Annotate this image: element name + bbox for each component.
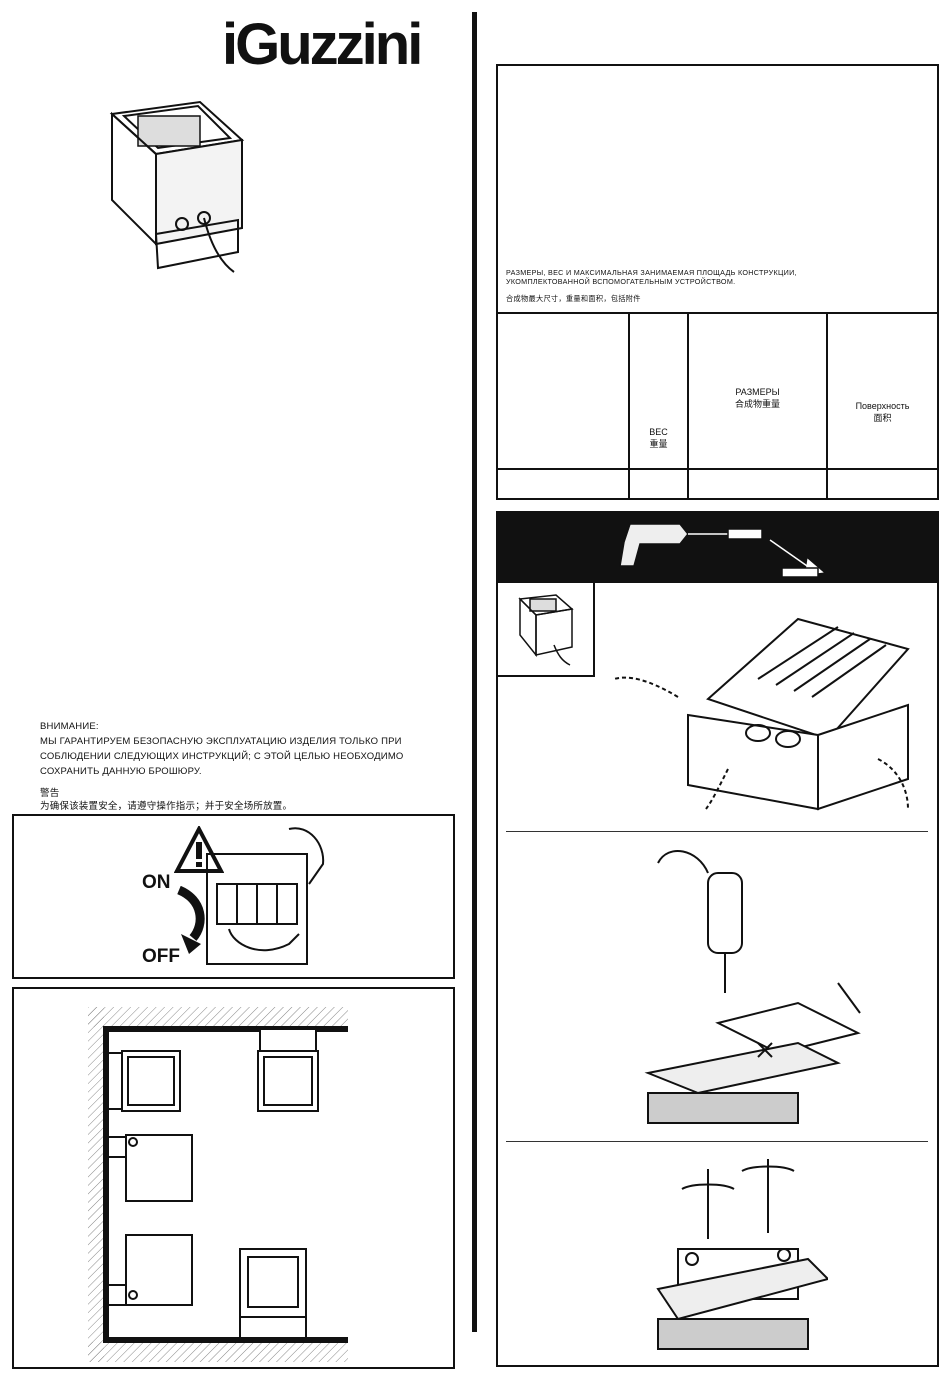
- iguzzini-logo: iGuzzini: [222, 14, 423, 72]
- power-off-panel: ON OFF: [12, 814, 455, 979]
- screw-fixing-illustration: [656, 1159, 828, 1350]
- dimensions-note-ru: РАЗМЕРЫ, ВЕС И МАКСИМАЛЬНАЯ ЗАНИМАЕМАЯ П…: [506, 268, 797, 286]
- dimensions-panel: РАЗМЕРЫ, ВЕС И МАКСИМАЛЬНАЯ ЗАНИМАЕМАЯ П…: [496, 64, 939, 500]
- area-header: Поверхность 面积: [828, 400, 937, 424]
- safety-warning: ВНИМАНИЕ: МЫ ГАРАНТИРУЕМ БЕЗОПАСНУЮ ЭКСП…: [40, 719, 450, 813]
- dimensions-note-cn: 合成物最大尺寸，重量和面积，包括附件: [506, 294, 641, 303]
- warning-line-2: СОБЛЮДЕНИИ СЛЕДУЮЩИХ ИНСТРУКЦИЙ; С ЭТОЙ …: [40, 751, 404, 762]
- table-col-rule-2: [687, 312, 689, 498]
- mounting-positions-diagram: [88, 1007, 348, 1362]
- installation-panel: [496, 511, 939, 1367]
- drill-tools-icon: [610, 516, 832, 580]
- warning-body-cn: 为确保该装置安全，请遵守操作指示；并于安全场所放置。: [40, 801, 293, 812]
- arrow-down-icon: [176, 886, 205, 954]
- size-cn: 合成物重量: [734, 399, 780, 409]
- warning-title-ru: ВНИМАНИЕ:: [40, 721, 99, 732]
- warning-line-1: МЫ ГАРАНТИРУЕМ БЕЗОПАСНУЮ ЭКСПЛУАТАЦИЮ И…: [40, 736, 402, 747]
- tools-header: [498, 513, 937, 583]
- on-label: ON: [142, 872, 171, 893]
- mounting-positions-panel: [12, 987, 455, 1369]
- step-separator-2: [506, 1141, 928, 1142]
- switchboard-illustration: [206, 827, 325, 965]
- size-ru: РАЗМЕРЫ: [735, 387, 780, 397]
- logo-text: iGuzzini: [222, 14, 420, 72]
- product-illustration: [109, 100, 245, 273]
- area-ru: Поверхность: [855, 401, 910, 411]
- drilling-illustration: [644, 850, 861, 1124]
- dimensions-note-ru-2: УКОМПЛЕКТОВАННОЙ ВСПОМОГАТЕЛЬНЫМ УСТРОЙС…: [506, 277, 736, 286]
- thumbnail-frame: [498, 583, 595, 677]
- table-col-rule-1: [628, 312, 630, 498]
- column-divider: [472, 12, 477, 1332]
- product-thumbnail: [518, 594, 574, 666]
- open-housing-illustration: [613, 617, 910, 811]
- off-label: OFF: [142, 946, 180, 967]
- area-cn: 面积: [873, 413, 892, 423]
- table-bottom-rule: [498, 468, 937, 470]
- step-separator-1: [506, 831, 928, 832]
- table-col-rule-3: [826, 312, 828, 498]
- table-top-rule: [498, 312, 937, 314]
- size-header: РАЗМЕРЫ 合成物重量: [689, 386, 826, 410]
- dimensions-note-ru-1: РАЗМЕРЫ, ВЕС И МАКСИМАЛЬНАЯ ЗАНИМАЕМАЯ П…: [506, 268, 797, 277]
- warning-triangle-icon: [174, 826, 224, 873]
- weight-cn: 重量: [649, 439, 668, 449]
- warning-title-cn: 警告: [40, 788, 60, 799]
- weight-header: ВЕС 重量: [630, 426, 687, 450]
- weight-ru: ВЕС: [649, 427, 668, 437]
- warning-line-3: СОХРАНИТЬ ДАННУЮ БРОШЮРУ.: [40, 766, 202, 777]
